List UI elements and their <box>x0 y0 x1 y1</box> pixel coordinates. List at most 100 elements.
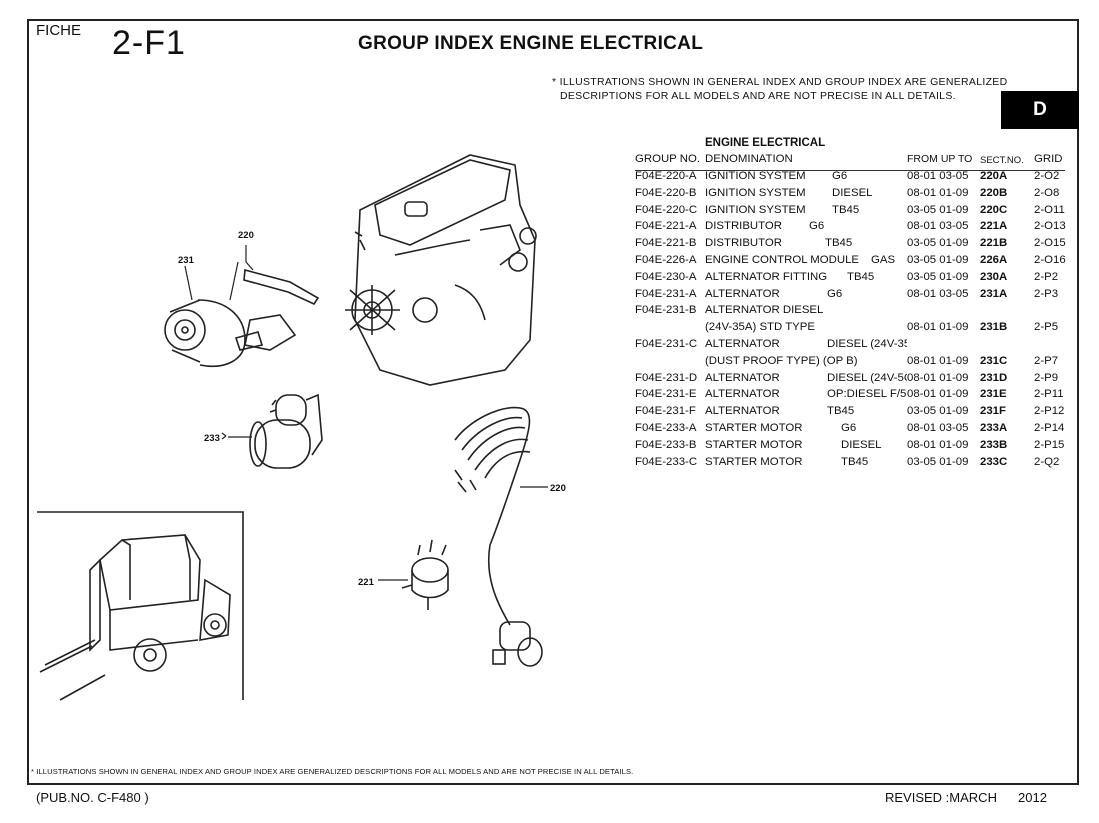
callout-231: 231 <box>178 255 195 266</box>
cell-grid: 2-O15 <box>1034 237 1066 250</box>
cell-from-up-to: 03-05 01-09 <box>907 405 969 418</box>
cell-denomination: IGNITION SYSTEM <box>705 186 806 199</box>
cell-from-up-to: 08-01 01-09 <box>907 321 969 334</box>
cell-grid: 2-Q2 <box>1034 455 1060 468</box>
cell-sect-no: 231D <box>980 371 1008 384</box>
cell-group-no: F04E-231-B <box>635 304 697 317</box>
cell-from-up-to: 03-05 01-09 <box>907 270 969 283</box>
cell-variant: TB45 <box>841 455 869 468</box>
cell-group-no: F04E-233-A <box>635 422 697 434</box>
cell-sect-no: 233B <box>980 438 1008 451</box>
cell-group-no: F04E-231-C <box>635 338 698 350</box>
cell-sect-no: 231B <box>980 321 1008 334</box>
cell-denomination: ALTERNATOR <box>705 388 780 401</box>
cell-grid: 2-P11 <box>1034 388 1064 401</box>
cell-group-no: F04E-230-A <box>635 270 697 283</box>
cell-from-up-to: 08-01 01-09 <box>907 186 969 199</box>
cell-denomination: ALTERNATOR <box>705 338 780 350</box>
cell-sect-no: 231E <box>980 388 1007 401</box>
cell-sect-no: 231C <box>980 354 1008 367</box>
starter-motor-drawing <box>249 393 323 469</box>
cell-sect-no: 233A <box>980 422 1008 434</box>
cell-from-up-to: 08-01 01-09 <box>907 371 969 384</box>
cell-denomination: IGNITION SYSTEM <box>705 203 806 216</box>
cell-from-up-to: 08-01 03-05 <box>907 422 969 434</box>
cell-variant: TB45 <box>847 270 875 283</box>
page-title: GROUP INDEX ENGINE ELECTRICAL <box>358 33 704 54</box>
ignition-cables-drawing <box>454 406 543 667</box>
cell-variant: G6 <box>827 287 843 300</box>
cell-variant: DIESEL <box>841 438 882 451</box>
cell-grid: 2-P9 <box>1034 371 1059 384</box>
col-group-no: GROUP NO. <box>635 153 700 165</box>
cell-denomination: STARTER MOTOR <box>705 455 803 468</box>
cell-from-up-to: 08-01 03-05 <box>907 170 969 182</box>
cell-variant: DIESEL <box>832 186 873 199</box>
cell-denomination: (DUST PROOF TYPE) (OP B) <box>705 354 858 367</box>
cell-sect-no: 230A <box>980 270 1008 283</box>
cell-grid: 2-O13 <box>1034 220 1066 233</box>
cell-grid: 2-P7 <box>1034 354 1059 367</box>
forklift-inset-drawing <box>37 511 244 701</box>
cell-grid: 2-P3 <box>1034 287 1059 300</box>
fiche-code: 2-F1 <box>112 24 186 62</box>
cell-group-no: F04E-221-A <box>635 220 697 233</box>
cell-grid: 2-P12 <box>1034 405 1065 418</box>
revised-label: REVISED :MARCH <box>885 790 997 805</box>
cell-group-no: F04E-221-B <box>635 237 697 250</box>
cell-denomination: ALTERNATOR DIESEL <box>705 304 824 317</box>
engine-drawing <box>345 154 537 386</box>
callout-221: 221 <box>358 577 375 588</box>
cell-grid: 2-P14 <box>1034 422 1065 434</box>
cell-variant: TB45 <box>827 405 855 418</box>
cell-from-up-to: 08-01 01-09 <box>907 438 969 451</box>
cell-group-no: F04E-226-A <box>635 254 697 266</box>
cell-denomination: DISTRIBUTOR <box>705 220 782 233</box>
cell-from-up-to: 08-01 03-05 <box>907 220 969 233</box>
cell-group-no: F04E-231-F <box>635 405 696 418</box>
page-frame <box>27 19 1079 785</box>
cell-from-up-to: 03-05 01-09 <box>907 254 969 266</box>
cell-variant: DIESEL (24V-5C <box>827 371 907 384</box>
footer-note: * ILLUSTRATIONS SHOWN IN GENERAL INDEX A… <box>31 767 634 776</box>
table-header: GROUP NO. DENOMINATION FROM UP TO SECT.N… <box>635 153 1065 171</box>
cell-grid: 2-O16 <box>1034 254 1066 266</box>
cell-denomination: IGNITION SYSTEM <box>705 170 806 182</box>
cell-group-no: F04E-231-A <box>635 287 697 300</box>
callout-233: 233 <box>204 433 220 444</box>
cell-grid: 2-O11 <box>1034 203 1065 216</box>
callout-220-right: 220 <box>550 483 566 494</box>
cell-variant: GAS <box>871 254 896 266</box>
cell-variant: G6 <box>832 170 848 182</box>
table-row: F04E-226-A ENGINE CONTROL MODULE GAS 03-05 … <box>635 254 1066 271</box>
cell-sect-no: 221A <box>980 220 1008 233</box>
cell-group-no: F04E-231-D <box>635 371 698 384</box>
callout-leaders <box>184 245 548 581</box>
pub-number: (PUB.NO. C-F480 ) <box>36 790 149 805</box>
cell-from-up-to: 08-01 01-09 <box>907 388 969 401</box>
cell-variant: G6 <box>841 422 857 434</box>
cell-sect-no: 231A <box>980 287 1008 300</box>
cell-from-up-to: 03-05 01-09 <box>907 237 969 250</box>
cell-variant: TB45 <box>832 203 860 216</box>
cell-sect-no: 233C <box>980 455 1008 468</box>
cell-variant: TB45 <box>825 237 853 250</box>
callout-220-top: 220 <box>238 230 254 241</box>
cell-denomination: DISTRIBUTOR <box>705 237 782 250</box>
cell-denomination: ENGINE CONTROL MODULE <box>705 254 860 266</box>
cell-sect-no: 231F <box>980 405 1006 418</box>
cell-group-no: F04E-231-E <box>635 388 697 401</box>
revised-year: 2012 <box>1018 790 1047 805</box>
cell-from-up-to: 03-05 01-09 <box>907 203 969 216</box>
